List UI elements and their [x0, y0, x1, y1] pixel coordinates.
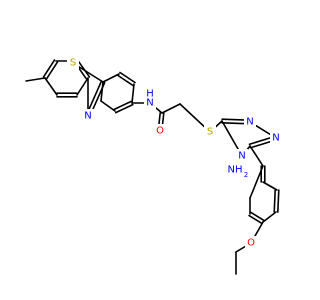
atom-bg	[154, 124, 166, 138]
bond-line	[100, 81, 104, 102]
thioether-sulfur-atom: S	[207, 127, 213, 138]
bond-line	[249, 145, 264, 167]
bond-line	[25, 77, 46, 82]
thiazole-sulfur-atom: S	[70, 58, 76, 69]
bond-line	[76, 59, 91, 78]
atom-bg	[236, 149, 248, 163]
atom-bg	[204, 125, 216, 139]
bond-line	[76, 77, 89, 96]
bond-line	[117, 74, 134, 87]
atom-bg	[144, 89, 156, 109]
atom-bg	[228, 163, 250, 177]
molecule-structure: S N H N O S N N N NH 2 O	[25, 56, 282, 275]
ether-oxygen-atom: O	[247, 238, 255, 249]
bond-line	[113, 100, 133, 111]
amide-oxygen-atom: O	[156, 126, 164, 137]
atom-bg	[270, 131, 282, 145]
bond-line	[262, 211, 277, 223]
amide-hydrogen-atom: H	[146, 89, 154, 100]
bond-line	[44, 77, 58, 96]
atom-bg	[82, 109, 94, 123]
bond-line	[273, 189, 277, 213]
atom-labels: S N H N O S N N N NH 2 O	[67, 56, 282, 250]
bond-line	[45, 61, 59, 80]
bond-line	[100, 100, 116, 112]
atom-bg	[245, 236, 257, 250]
bond-line	[276, 189, 280, 213]
amide-nitrogen-atom: N	[146, 98, 153, 109]
bond-line	[262, 181, 278, 191]
bond-line	[131, 83, 135, 104]
triazole-right-nitrogen-atom: N	[272, 133, 279, 144]
bond-line	[42, 59, 56, 78]
atom-bg	[244, 115, 256, 129]
bond-line	[102, 73, 120, 83]
bond-line	[249, 165, 264, 199]
triazole-bottom-nitrogen-atom: N	[238, 151, 245, 162]
amino-group-label: NH	[228, 165, 243, 176]
bond-line	[250, 211, 265, 222]
bond-line	[161, 103, 181, 114]
bond-line	[119, 71, 136, 84]
amino-subscript: 2	[244, 171, 248, 179]
bond-line	[248, 214, 263, 225]
atom-bg	[67, 56, 79, 70]
thiazole-nitrogen-atom: N	[84, 111, 91, 122]
triazole-top-nitrogen-atom: N	[246, 117, 253, 128]
bond-line	[114, 103, 134, 114]
